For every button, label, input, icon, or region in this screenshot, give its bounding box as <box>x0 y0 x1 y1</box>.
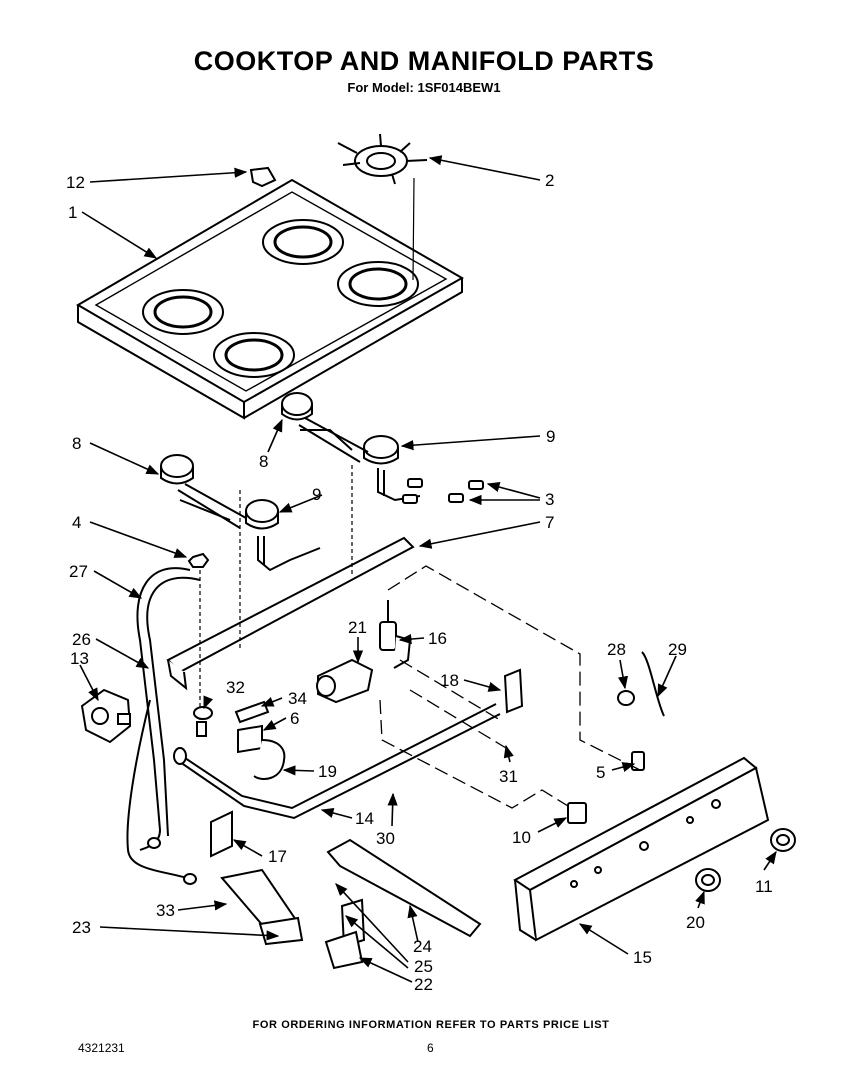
pressure-regulator <box>80 688 132 744</box>
page-number: 6 <box>427 1041 434 1055</box>
ordering-note: FOR ORDERING INFORMATION REFER TO PARTS … <box>252 1019 610 1031</box>
cooktop <box>76 178 465 420</box>
callout-11: 11 <box>755 877 773 896</box>
oven-burner-assembly <box>220 838 482 970</box>
callout-leaders <box>79 155 777 983</box>
burner-grate <box>337 133 428 281</box>
callout-3: 3 <box>545 490 554 509</box>
model-subtitle: For Model: 1SF014BEW1 <box>347 80 501 95</box>
burner-support-bracket <box>166 465 415 691</box>
callout-23: 23 <box>72 918 91 937</box>
callout-25: 25 <box>414 957 433 976</box>
callout-28: 28 <box>607 640 626 659</box>
rear-burner-assembly <box>281 392 421 502</box>
callout-13: 13 <box>70 649 89 668</box>
callout-16: 16 <box>428 629 447 648</box>
callout-22: 22 <box>414 975 433 994</box>
manifold-pipe <box>173 703 501 820</box>
igniter-wire-connectors <box>402 478 484 504</box>
callout-9-front: 9 <box>312 485 321 504</box>
front-burner-assembly <box>160 454 321 572</box>
orifice-parts <box>187 552 213 737</box>
callout-7: 7 <box>545 513 554 532</box>
callout-32: 32 <box>226 678 245 697</box>
oven-valve <box>316 600 412 704</box>
callout-labels: 1 2 3 4 5 6 7 8 8 9 9 10 11 12 13 14 15 … <box>66 171 773 994</box>
document-number: 4321231 <box>78 1041 125 1055</box>
callout-4: 4 <box>72 513 81 532</box>
callout-31: 31 <box>499 767 518 786</box>
callout-6: 6 <box>290 709 299 728</box>
callout-20: 20 <box>686 913 705 932</box>
callout-33: 33 <box>156 901 175 920</box>
callout-27: 27 <box>69 562 88 581</box>
routing-dashed-lines <box>379 565 641 809</box>
callout-8-front: 8 <box>72 434 81 453</box>
callout-34: 34 <box>288 689 307 708</box>
control-panel <box>513 756 770 942</box>
callout-5: 5 <box>596 763 605 782</box>
callout-14: 14 <box>355 809 374 828</box>
callout-15: 15 <box>633 948 652 967</box>
callout-24: 24 <box>413 937 432 956</box>
knobs <box>617 651 796 892</box>
callout-8-rear: 8 <box>259 452 268 471</box>
callout-17: 17 <box>268 847 287 866</box>
callout-30: 30 <box>376 829 395 848</box>
grate-clip <box>249 166 277 188</box>
callout-29: 29 <box>668 640 687 659</box>
callout-26: 26 <box>72 630 91 649</box>
gas-tubing <box>126 567 201 885</box>
callout-10: 10 <box>512 828 531 847</box>
page-title: COOKTOP AND MANIFOLD PARTS <box>193 46 655 76</box>
callout-12: 12 <box>66 173 85 192</box>
callout-2: 2 <box>545 171 554 190</box>
callout-1: 1 <box>68 203 77 222</box>
mounting-bracket <box>210 810 233 858</box>
callout-19: 19 <box>318 762 337 781</box>
spark-module <box>234 700 286 780</box>
callout-9-rear: 9 <box>546 427 555 446</box>
callout-21: 21 <box>348 618 367 637</box>
callout-18: 18 <box>440 671 459 690</box>
